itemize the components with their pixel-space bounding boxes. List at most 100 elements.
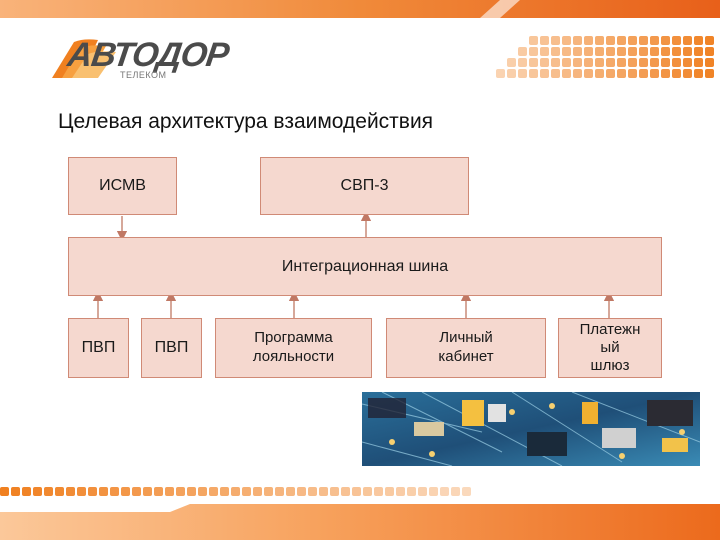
decorative-dot	[661, 36, 670, 45]
decorative-dot	[639, 69, 648, 78]
decorative-dot	[176, 487, 185, 496]
decorative-dot	[694, 36, 703, 45]
decorative-dot	[551, 47, 560, 56]
node-pvp-1: ПВП	[68, 318, 129, 378]
decorative-dot	[672, 36, 681, 45]
node-integration-bus-label: Интеграционная шина	[281, 257, 449, 275]
decorative-dot	[418, 487, 427, 496]
decorative-dot	[694, 69, 703, 78]
circuit-board-image	[362, 392, 700, 466]
decorative-dot	[617, 47, 626, 56]
decorative-dot	[110, 487, 119, 496]
decorative-dot	[22, 487, 31, 496]
decorative-dot	[683, 58, 692, 67]
top-orange-band	[0, 0, 720, 18]
decorative-dot	[330, 487, 339, 496]
decorative-dot	[595, 47, 604, 56]
decorative-dot	[661, 69, 670, 78]
decorative-dot	[143, 487, 152, 496]
node-pvp-2-label: ПВП	[154, 339, 189, 356]
decorative-dot	[694, 58, 703, 67]
decorative-dot	[198, 487, 207, 496]
decorative-dot	[639, 47, 648, 56]
decorative-dot	[606, 58, 615, 67]
decorative-dot	[639, 36, 648, 45]
decorative-dot	[705, 47, 714, 56]
decorative-dot	[507, 58, 516, 67]
decorative-dot	[650, 69, 659, 78]
decorative-dot	[396, 487, 405, 496]
decorative-dot	[496, 69, 505, 78]
decorative-dot	[584, 58, 593, 67]
node-personal-cabinet-label: Личный кабинет	[438, 329, 494, 365]
decorative-dot	[584, 69, 593, 78]
decorative-dot	[154, 487, 163, 496]
decorative-dot	[595, 69, 604, 78]
decorative-dot	[121, 487, 130, 496]
decorative-dot	[352, 487, 361, 496]
decorative-dot	[628, 58, 637, 67]
decorative-dot	[595, 36, 604, 45]
decorative-dots-top	[496, 36, 714, 78]
decorative-dot	[650, 36, 659, 45]
decorative-dot	[297, 487, 306, 496]
decorative-dot	[231, 487, 240, 496]
decorative-dot	[132, 487, 141, 496]
decorative-dot	[606, 47, 615, 56]
decorative-dot	[705, 58, 714, 67]
decorative-dot	[672, 47, 681, 56]
decorative-dot	[529, 47, 538, 56]
decorative-dot	[617, 36, 626, 45]
decorative-dot	[562, 47, 571, 56]
decorative-dot	[540, 47, 549, 56]
decorative-dot	[308, 487, 317, 496]
decorative-dot	[628, 69, 637, 78]
decorative-dot	[385, 487, 394, 496]
decorative-dot	[683, 36, 692, 45]
decorative-dot	[11, 487, 20, 496]
decorative-dot	[573, 47, 582, 56]
decorative-dot	[606, 36, 615, 45]
decorative-dot	[88, 487, 97, 496]
decorative-dot	[617, 58, 626, 67]
decorative-dot	[584, 36, 593, 45]
decorative-dot	[253, 487, 262, 496]
node-loyalty-program: Программа лояльности	[215, 318, 372, 378]
node-pvp-2: ПВП	[141, 318, 202, 378]
decorative-dot	[99, 487, 108, 496]
node-svp3: СВП-3	[260, 157, 469, 215]
decorative-dot	[551, 69, 560, 78]
decorative-dot	[529, 69, 538, 78]
decorative-dot	[661, 58, 670, 67]
decorative-dot	[319, 487, 328, 496]
decorative-dot	[551, 58, 560, 67]
decorative-dot	[66, 487, 75, 496]
decorative-dot	[573, 36, 582, 45]
decorative-dot	[209, 487, 218, 496]
decorative-dot	[639, 58, 648, 67]
decorative-dot	[628, 47, 637, 56]
decorative-dot	[595, 58, 604, 67]
node-payment-gateway-label: Платежн ый шлюз	[579, 321, 641, 374]
decorative-dot	[672, 69, 681, 78]
node-personal-cabinet: Личный кабинет	[386, 318, 546, 378]
decorative-dot	[451, 487, 460, 496]
decorative-dot	[286, 487, 295, 496]
decorative-dot	[650, 47, 659, 56]
decorative-dot	[275, 487, 284, 496]
node-integration-bus: Интеграционная шина	[68, 237, 662, 296]
decorative-dot	[341, 487, 350, 496]
slide-title: Целевая архитектура взаимодействия	[58, 110, 434, 133]
decorative-dot	[363, 487, 372, 496]
decorative-dot	[220, 487, 229, 496]
decorative-dot	[573, 69, 582, 78]
decorative-dot	[518, 69, 527, 78]
decorative-dot	[705, 69, 714, 78]
node-ismv: ИСМВ	[68, 157, 177, 215]
decorative-dot	[650, 58, 659, 67]
decorative-dot	[187, 487, 196, 496]
decorative-dot	[606, 69, 615, 78]
decorative-dot	[540, 69, 549, 78]
decorative-dot	[661, 47, 670, 56]
decorative-dot	[440, 487, 449, 496]
